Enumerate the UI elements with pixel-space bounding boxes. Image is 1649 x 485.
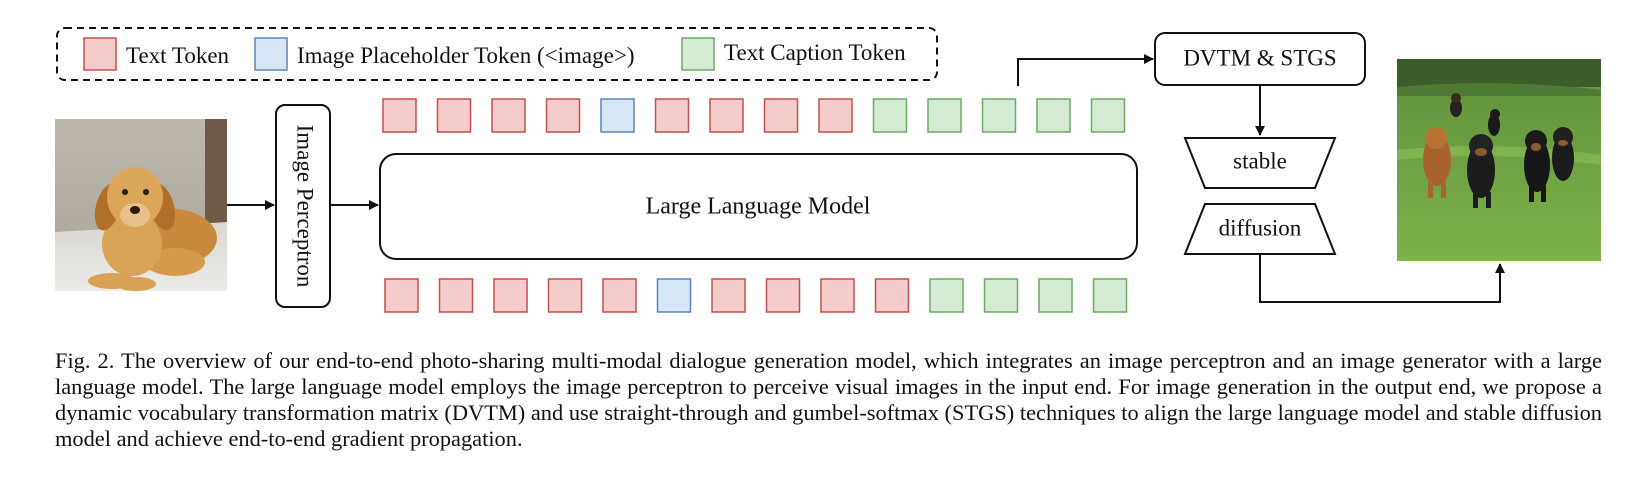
legend-label-image-placeholder-token: Image Placeholder Token (<image>)	[297, 43, 634, 68]
dvtm-stgs-label: DVTM & STGS	[1183, 45, 1336, 70]
diffusion-trapezoid	[1183, 203, 1337, 255]
llm-block: Large Language Model	[379, 153, 1138, 260]
text-token	[711, 278, 746, 313]
llm-label: Large Language Model	[646, 194, 871, 220]
dvtm-stgs-block: DVTM & STGS	[1154, 32, 1366, 86]
output-token-row	[382, 98, 1126, 133]
input-token-row	[384, 278, 1128, 313]
text-token	[436, 98, 472, 133]
legend-border	[56, 27, 938, 81]
text-token	[763, 98, 799, 133]
legend-label-text-token: Text Token	[126, 43, 230, 68]
image-token	[656, 278, 692, 313]
text-token	[602, 278, 637, 313]
stable-diffusion-block: stable diffusion	[1183, 137, 1337, 255]
caption-token	[927, 98, 962, 133]
image-perceptron-block: Image Perceptron	[275, 104, 331, 308]
text-token	[765, 278, 801, 313]
caption-token	[1092, 278, 1128, 313]
stable-label: stable	[1233, 148, 1287, 173]
stable-trapezoid	[1183, 137, 1337, 189]
image-token	[600, 98, 635, 133]
text-token	[818, 98, 853, 133]
caption-token	[872, 98, 908, 133]
text-token	[438, 278, 474, 313]
caption-token	[983, 278, 1019, 313]
text-token	[382, 98, 417, 133]
text-token	[654, 98, 690, 133]
legend-swatch-text-caption-token	[681, 37, 715, 71]
caption-token	[981, 98, 1017, 133]
caption-token	[1090, 98, 1126, 133]
output-dogs-photo	[1397, 59, 1601, 261]
arrow-tokens-to-dvtm	[1017, 54, 1154, 86]
text-token	[545, 98, 581, 133]
image-perceptron-label: Image Perceptron	[293, 125, 318, 288]
text-token	[547, 278, 583, 313]
text-token	[491, 98, 526, 133]
text-token	[709, 98, 744, 133]
architecture-diagram: Text Token Image Placeholder Token (<ima…	[55, 27, 1601, 313]
legend: Text Token Image Placeholder Token (<ima…	[56, 27, 938, 81]
text-token	[384, 278, 419, 313]
legend-swatch-image-placeholder-token	[254, 37, 288, 71]
text-token	[874, 278, 910, 313]
legend-swatch-text-token	[83, 37, 117, 71]
figure-caption-text: Fig. 2. The overview of our end-to-end p…	[55, 348, 1602, 451]
caption-token	[1036, 98, 1071, 133]
text-token	[820, 278, 855, 313]
arrow-diffusion-to-output	[1259, 254, 1505, 303]
text-token	[493, 278, 528, 313]
input-dog-photo	[55, 119, 227, 291]
caption-token	[1038, 278, 1073, 313]
caption-token	[929, 278, 964, 313]
figure-caption: Fig. 2. The overview of our end-to-end p…	[55, 348, 1602, 452]
legend-label-text-caption-token: Text Caption Token	[724, 40, 906, 65]
diffusion-label: diffusion	[1219, 215, 1302, 240]
